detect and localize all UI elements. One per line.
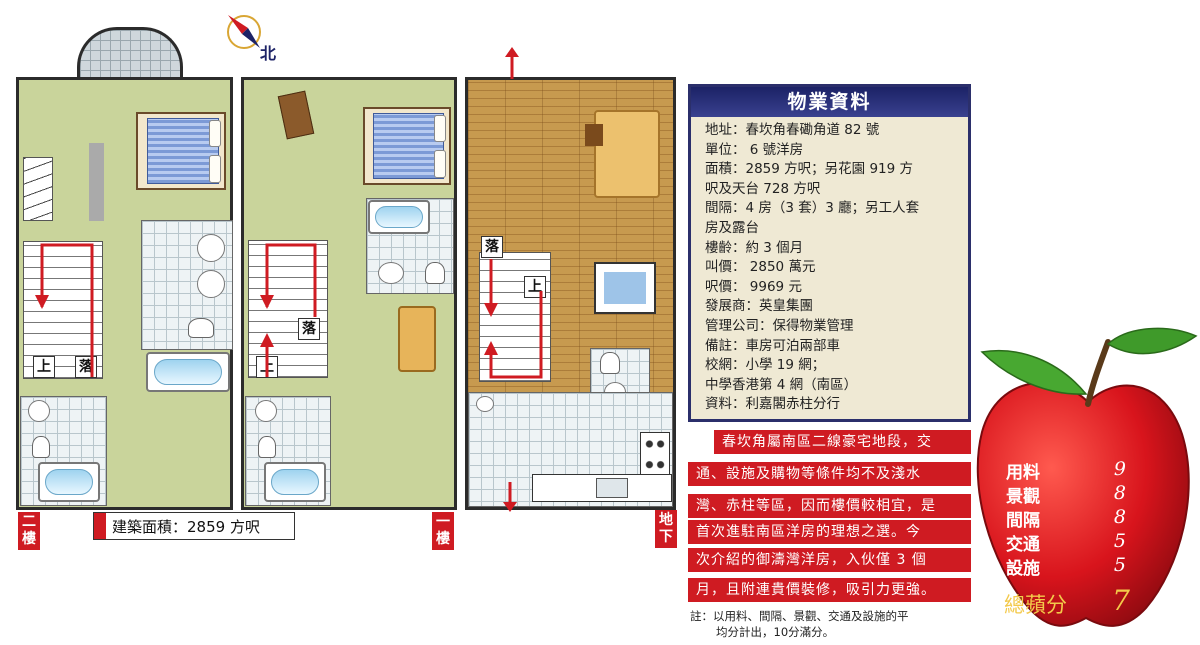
toilet-icon <box>188 318 214 338</box>
info-row-source: 資料：利嘉閣赤柱分行 <box>705 396 840 413</box>
description-line: 通、設施及購物等條件均不及淺水 <box>688 462 971 486</box>
property-info-panel: 物業資料 地址：春坎角春磡角道 82 號 單位： 6 號洋房 面積：2859 方… <box>688 84 971 422</box>
floor-tag-ground: 地下 <box>655 510 677 548</box>
floor-tag-first: 一樓 <box>432 512 454 550</box>
score-label: 交通 <box>1006 535 1040 555</box>
bed-second-floor <box>136 112 226 190</box>
stair-route-arrow <box>484 259 543 379</box>
info-row-age: 樓齡：約 3 個月 <box>705 239 804 256</box>
description-line: 首次進駐南區洋房的理想之選。今 <box>688 520 971 544</box>
description-line: 次介紹的御濤灣洋房，入伙僅 3 個 <box>688 548 971 572</box>
bathtub-icon <box>38 462 100 502</box>
basin-icon <box>378 262 404 284</box>
score-row: 用料 9 <box>1006 458 1126 483</box>
score-label: 間隔 <box>1006 511 1040 531</box>
description-line: 灣、赤柱等區，因而樓價較相宜，是 <box>688 494 971 518</box>
score-label: 設施 <box>1006 559 1040 579</box>
info-row-remarks: 備註：車房可泊兩部車 <box>705 337 840 354</box>
footnote-line: 註：以用料、間隔、景觀、交通及設施的平 <box>690 609 909 623</box>
info-row-unit: 單位： 6 號洋房 <box>705 141 804 158</box>
compass-icon <box>227 15 261 49</box>
info-row-price: 叫價： 2850 萬元 <box>705 259 816 276</box>
partition <box>89 143 104 221</box>
sofa <box>594 110 660 198</box>
coffee-table <box>585 124 603 146</box>
info-row-area-cont: 呎及天台 728 方呎 <box>705 180 821 197</box>
toilet-icon <box>600 352 620 374</box>
basin-icon <box>197 270 225 298</box>
description-line: 春坎角屬南區二線豪宅地段，交 <box>714 430 971 454</box>
score-row: 景觀 8 <box>1006 482 1126 507</box>
bathtub-icon <box>368 200 430 234</box>
info-row-price-per-sqft: 呎價： 9969 元 <box>705 278 802 295</box>
toilet-icon <box>258 436 276 458</box>
info-row-management: 管理公司：保得物業管理 <box>705 317 854 334</box>
stair-route-arrow <box>260 243 317 377</box>
basin-icon <box>476 396 494 412</box>
score-row: 交通 5 <box>1006 530 1126 555</box>
area-caption-text: 建築面積：2859 方呎 <box>112 518 260 536</box>
stove-icon <box>640 432 670 478</box>
info-row-address: 地址：春坎角春磡角道 82 號 <box>705 122 880 138</box>
north-label: 北 <box>260 44 277 63</box>
total-score-value: 7 <box>1112 584 1130 617</box>
score-value: 8 <box>1113 506 1126 528</box>
stair-down-label: 落 <box>298 318 320 340</box>
stair-down-label: 落 <box>481 236 503 258</box>
bathtub-icon <box>146 352 230 392</box>
footnote-line: 均分計出，10分滿分。 <box>716 625 835 639</box>
area-caption: 建築面積：2859 方呎 <box>93 512 295 540</box>
basin-icon <box>197 234 225 262</box>
bathtub-icon <box>264 462 326 502</box>
bed-first-floor <box>363 107 451 185</box>
score-value: 5 <box>1113 554 1126 576</box>
description-line: 月，且附連貴價裝修，吸引力更強。 <box>688 578 971 602</box>
info-row-school: 校網：小學 19 網； <box>705 357 826 374</box>
arrow-down-icon <box>503 482 517 512</box>
dining-table <box>594 262 656 314</box>
exit-down-arrow <box>503 482 517 512</box>
floor-tag-second: 二樓 <box>18 512 40 550</box>
entrance-up-arrow <box>505 47 519 79</box>
apple-icon <box>976 327 1198 627</box>
score-value: 8 <box>1113 482 1126 504</box>
info-row-school-cont: 中學香港第 4 網（南區） <box>705 376 858 393</box>
stair-route-arrow <box>35 243 94 377</box>
compass: 北 <box>224 12 284 63</box>
total-score-label: 總蘋分 <box>1004 593 1067 617</box>
stair-up-label: 上 <box>33 356 55 378</box>
toilet-icon <box>425 262 445 284</box>
arrow-up-icon <box>505 47 519 79</box>
info-row-developer: 發展商：英皇集團 <box>705 298 813 315</box>
sofa <box>398 306 436 372</box>
info-row-layout-cont: 房及露台 <box>705 219 759 236</box>
toilet-icon <box>32 436 50 458</box>
info-row-area: 面積：2859 方呎；另花園 919 方 <box>705 161 913 178</box>
property-info-rows: 地址：春坎角春磡角道 82 號 單位： 6 號洋房 面積：2859 方呎；另花園… <box>691 117 968 415</box>
sink-icon <box>596 478 628 498</box>
balcony <box>77 27 183 82</box>
score-label: 用料 <box>1006 463 1040 483</box>
score-value: 9 <box>1113 458 1126 480</box>
property-info-title: 物業資料 <box>691 87 968 117</box>
wardrobe <box>23 157 53 221</box>
score-row: 間隔 8 <box>1006 506 1126 531</box>
score-label: 景觀 <box>1006 487 1040 507</box>
score-row: 設施 5 <box>1006 554 1126 579</box>
basin-icon <box>28 400 50 422</box>
total-score: 總蘋分 7 <box>1004 584 1134 618</box>
footnote: 註：以用料、間隔、景觀、交通及設施的平 均分計出，10分滿分。 <box>690 608 909 640</box>
info-row-layout: 間隔：4 房（3 套）3 廳；另工人套 <box>705 200 920 217</box>
basin-icon <box>255 400 277 422</box>
score-value: 5 <box>1113 530 1126 552</box>
